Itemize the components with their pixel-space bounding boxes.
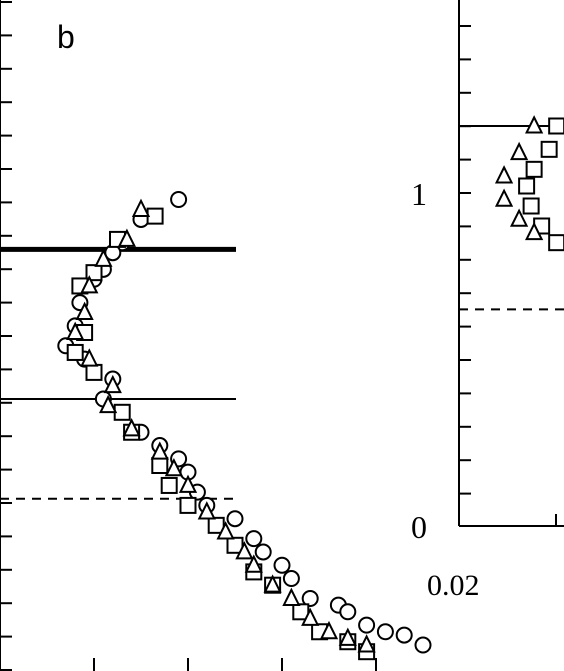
panel-b-triangle-point	[122, 418, 141, 437]
right-panel-xtick-label: 0.02	[427, 569, 480, 602]
right-panel-square-point	[540, 140, 558, 158]
right-panel-triangle-point	[525, 221, 544, 241]
panel-b-circle-point	[245, 530, 263, 548]
panel-b-triangle-point	[75, 301, 94, 321]
right-panel-square-point	[522, 197, 540, 215]
panel-b-y-ticks	[0, 1, 12, 671]
panel-b-circle-point	[254, 543, 272, 561]
panel-b-triangle-point	[131, 198, 151, 217]
panel-b-triangle-point	[94, 248, 113, 267]
panel-b-circle-point	[395, 626, 413, 644]
panel-b-triangle-point	[80, 348, 99, 367]
right-panel-square-point	[525, 160, 543, 178]
panel-b-triangle-point	[66, 321, 85, 340]
right-panel-triangle-point	[494, 165, 514, 184]
right-panel-y-ticks	[459, 25, 471, 495]
panel-b-square-point	[160, 476, 178, 494]
panel-b-x-ticks	[93, 658, 377, 671]
panel-b-circle-point	[358, 616, 376, 634]
panel-b-circle-point	[170, 191, 188, 208]
panel-b-triangle-point	[338, 627, 357, 646]
panel-b-circle-point	[273, 556, 291, 574]
panel-b-circle-point	[414, 636, 432, 654]
panel-b-circle-point	[376, 623, 394, 641]
panel-b-triangle-point	[357, 634, 376, 653]
panel-b-square-point	[85, 363, 103, 381]
panel-b-circle-point	[226, 510, 244, 528]
panel-b-triangle-point	[103, 374, 122, 394]
right-panel-triangle-point	[525, 115, 544, 134]
panel-b-label: b	[57, 19, 75, 55]
panel-b: b	[0, 0, 432, 671]
right-panel: 1 0 0.02	[411, 0, 564, 602]
panel-b-square-point	[113, 403, 131, 421]
panel-b-circle-point	[282, 570, 300, 588]
right-panel-square-point	[548, 234, 564, 252]
panel-b-circle-point	[301, 590, 319, 607]
panel-b-triangle-point	[244, 554, 263, 573]
panel-b-circle-point	[339, 603, 357, 621]
panel-b-square-point	[85, 264, 103, 282]
right-panel-triangle-point	[494, 188, 514, 207]
panel-b-triangle-point	[117, 228, 137, 247]
panel-b-triangle-point	[164, 457, 184, 477]
right-panel-ytick-label-1: 1	[411, 176, 427, 212]
panel-b-triangle-point	[216, 521, 235, 540]
right-panel-square-point	[518, 177, 536, 195]
panel-b-triangle-point	[197, 501, 216, 520]
panel-b-triangle-point	[235, 541, 254, 560]
panel-b-square-point	[146, 207, 164, 225]
right-panel-ytick-label-0: 0	[411, 509, 427, 545]
right-panel-square-point	[548, 117, 564, 135]
panel-b-square-point	[66, 343, 84, 361]
panel-b-triangle-point	[178, 474, 198, 493]
panel-b-triangle-point	[319, 620, 339, 640]
panel-b-square-point	[151, 457, 169, 474]
panel-b-triangle-point	[150, 441, 169, 460]
right-panel-data-points	[494, 115, 564, 252]
panel-b-square-point	[179, 496, 197, 514]
right-panel-triangle-point	[509, 141, 529, 161]
panel-b-triangle-point	[80, 275, 99, 294]
panel-b-triangle-point	[282, 587, 301, 606]
right-panel-reference-lines	[459, 125, 564, 311]
panel-b-data-points	[57, 191, 432, 661]
panel-b-triangle-point	[98, 394, 118, 414]
panel-b-triangle-point	[263, 574, 282, 593]
panel-b-triangle-point	[301, 607, 320, 626]
right-panel-triangle-point	[509, 208, 529, 227]
